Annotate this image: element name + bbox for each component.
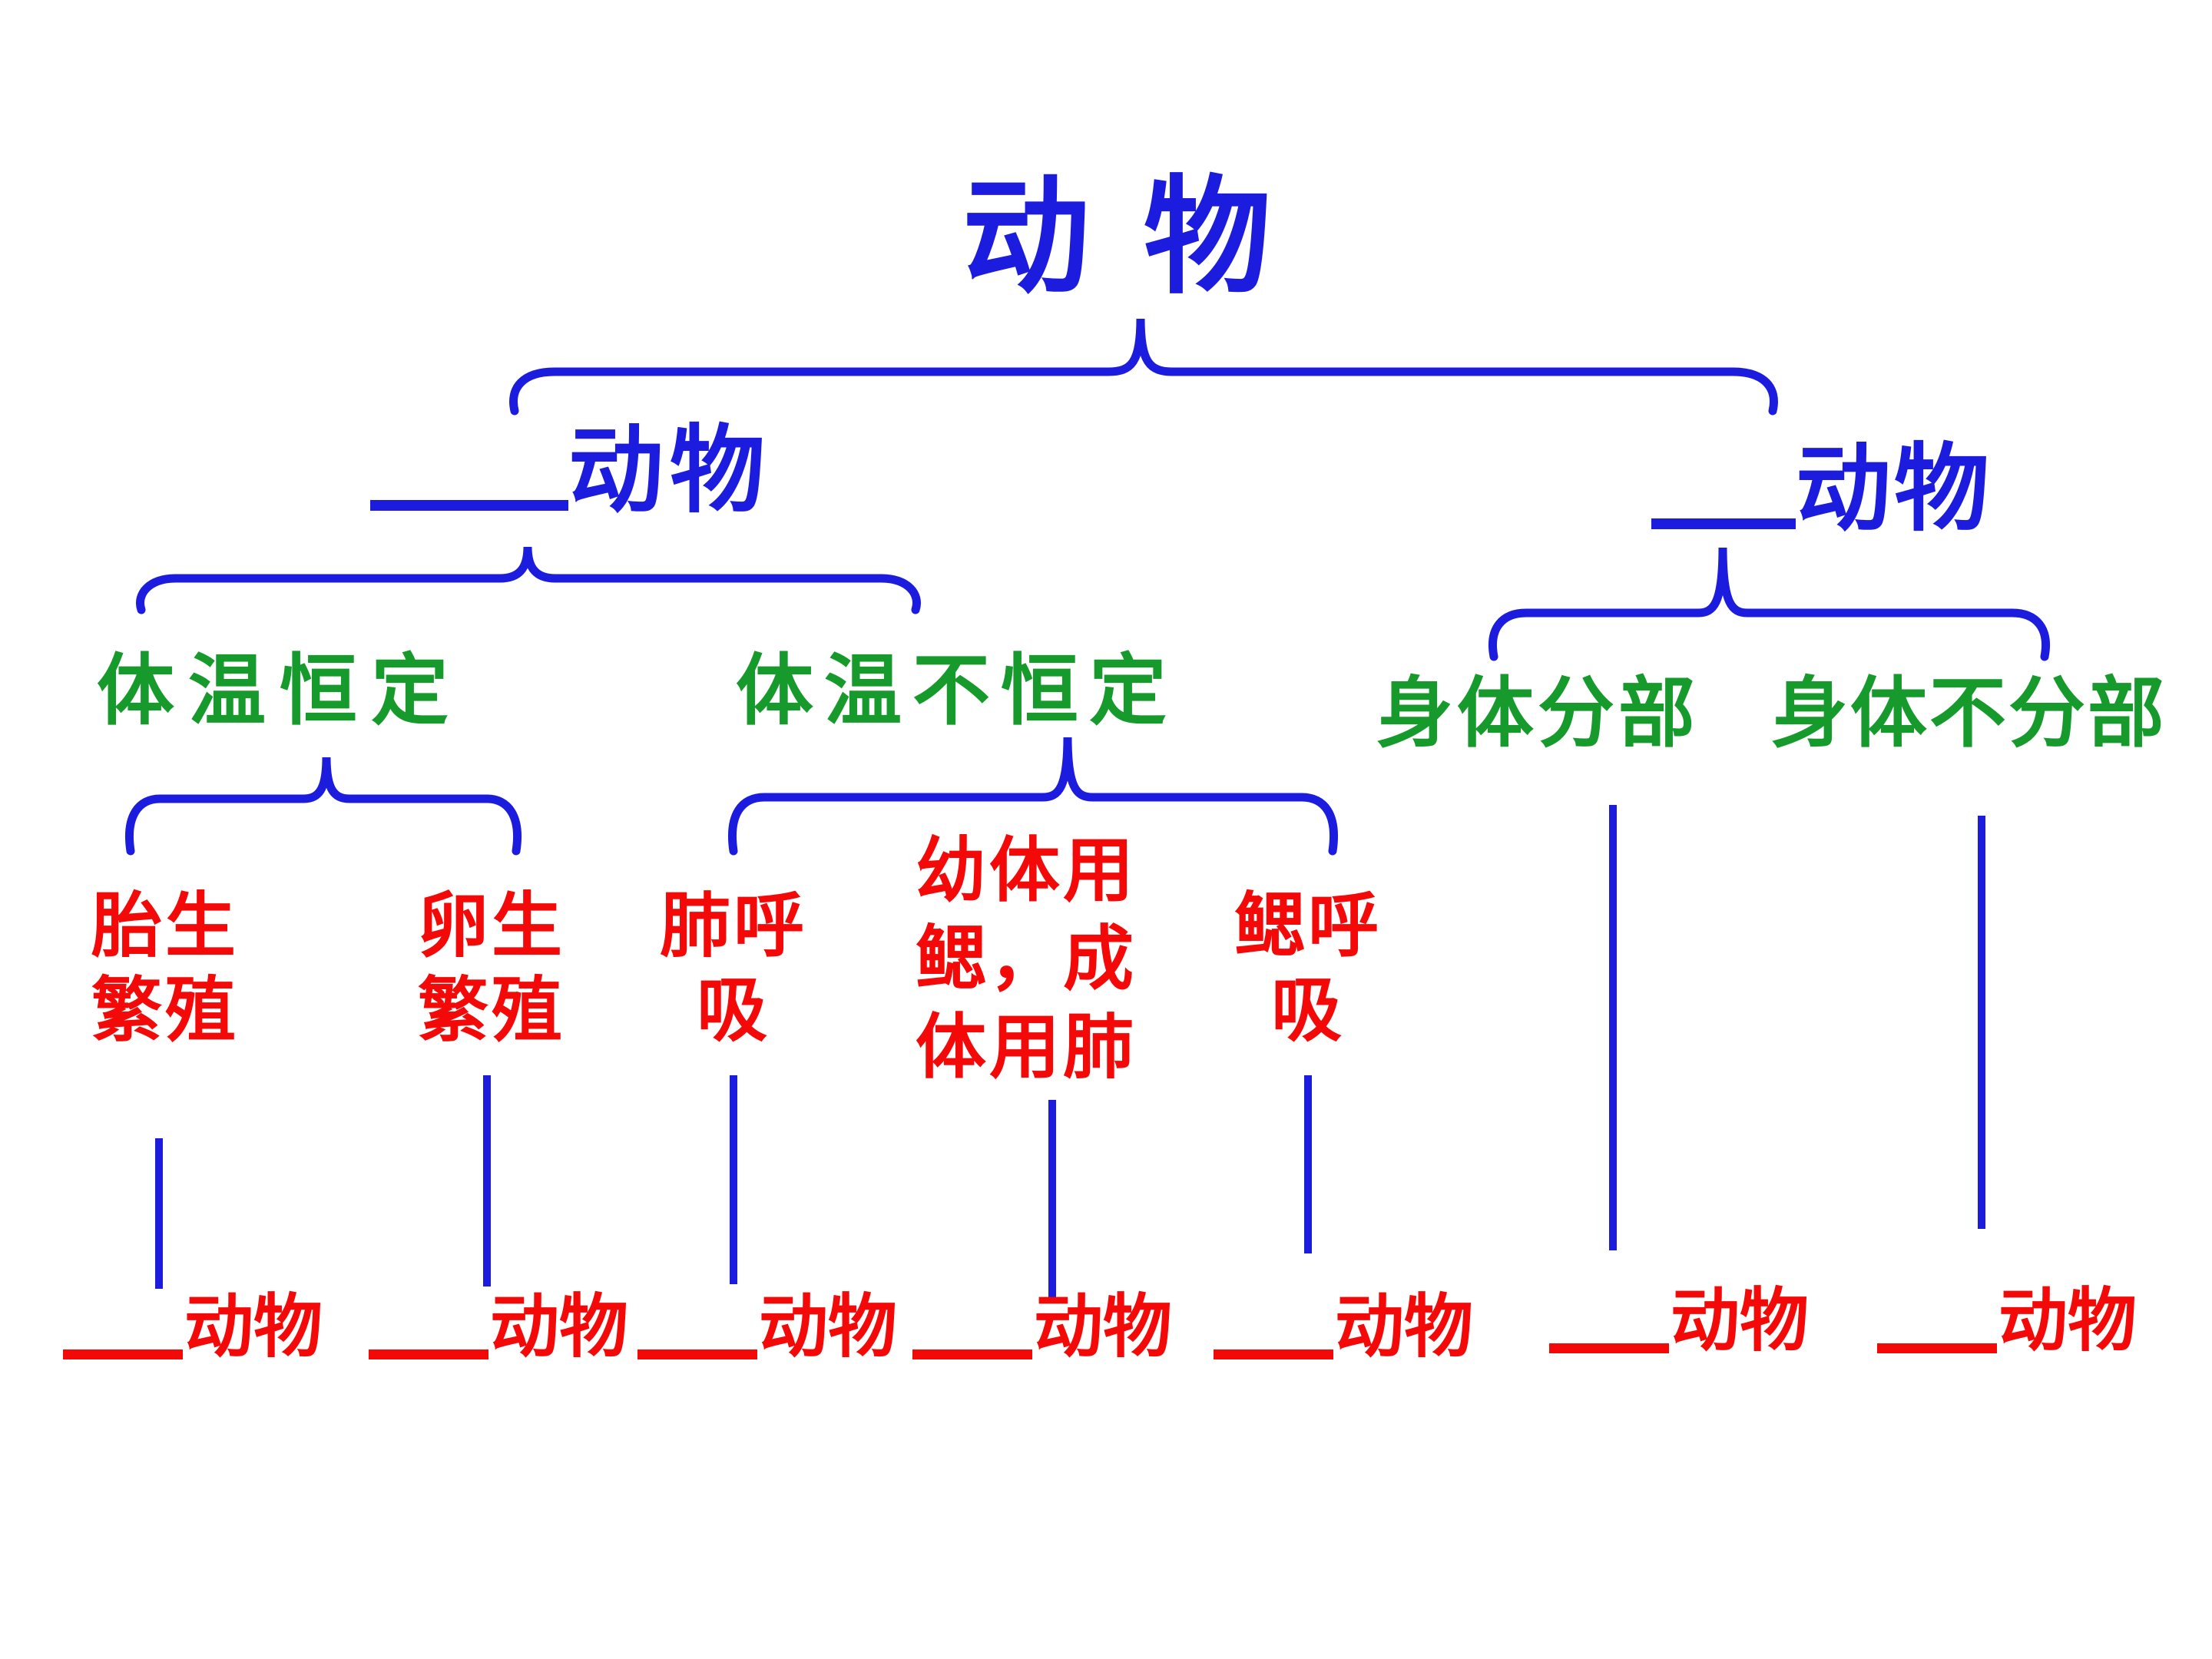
brace-cold-blooded <box>728 737 1338 856</box>
answer-blank-3: 动物 <box>637 1292 897 1361</box>
answer-blank-2: 动物 <box>369 1292 628 1361</box>
leaf-gill-breathing: 鳃呼 吸 <box>1189 883 1427 1052</box>
leaf-line: 鳃，成 <box>915 917 1137 1000</box>
branch-left-text: 动物 <box>568 415 772 526</box>
leaf-line: 繁殖 <box>417 969 565 1051</box>
answer-text: 动物 <box>1034 1286 1172 1367</box>
answer-text: 动物 <box>184 1286 323 1367</box>
blank-underline <box>637 1349 757 1359</box>
answer-text: 动物 <box>1335 1286 1473 1367</box>
branch-right-text: 动物 <box>1796 433 1993 545</box>
blank-underline <box>1877 1343 1997 1353</box>
branch-label-left: 动物 <box>370 420 771 521</box>
leaf-line: 吸 <box>1270 969 1345 1051</box>
blank-underline <box>1651 518 1796 529</box>
answer-blank-7: 动物 <box>1877 1286 2137 1355</box>
blank-underline <box>369 1349 488 1359</box>
brace-right-branch <box>1488 547 2050 661</box>
blank-underline <box>63 1349 183 1359</box>
answer-blank-5: 动物 <box>1214 1292 1473 1361</box>
criterion-body-segmented: 身体分部 <box>1376 667 1699 758</box>
leaf-gills-young-lungs-adult: 幼体用 鳃，成 体用肺 <box>896 826 1157 1091</box>
criterion-body-unsegmented: 身体不分部 <box>1771 667 2167 758</box>
answer-blank-6: 动物 <box>1549 1286 1809 1355</box>
brace-warm-blooded <box>125 757 522 856</box>
criterion-cold-blooded: 体温不恒定 <box>736 644 1178 736</box>
answer-text: 动物 <box>1998 1280 2137 1361</box>
leaf-line: 体用肺 <box>915 1005 1137 1088</box>
blank-underline <box>1214 1349 1333 1359</box>
answer-text: 动物 <box>759 1286 897 1367</box>
leaf-viviparous: 胎生 繁殖 <box>46 883 284 1052</box>
blank-underline <box>370 500 568 511</box>
blank-underline <box>912 1349 1032 1359</box>
leaf-line: 鳃呼 <box>1233 884 1382 967</box>
leaf-line: 卵生 <box>417 884 565 967</box>
answer-blank-1: 动物 <box>63 1292 323 1361</box>
leaf-line: 幼体用 <box>915 829 1137 912</box>
leaf-line: 繁殖 <box>91 969 239 1051</box>
criterion-warm-blooded: 体温恒定 <box>97 644 463 736</box>
answer-blank-4: 动物 <box>912 1292 1172 1361</box>
leaf-oviparous: 卵生 繁殖 <box>373 883 611 1052</box>
brace-root <box>509 318 1778 416</box>
leaf-line: 肺呼 <box>659 884 807 967</box>
diagram-title: 动 物 <box>962 162 1276 312</box>
answer-text: 动物 <box>490 1286 628 1367</box>
leaf-line: 胎生 <box>91 884 239 967</box>
blank-underline <box>1549 1343 1669 1353</box>
brace-left-branch <box>136 546 921 614</box>
leaf-lung-breathing: 肺呼 吸 <box>614 883 853 1052</box>
leaf-line: 吸 <box>696 969 770 1051</box>
branch-label-right: 动物 <box>1651 439 1992 539</box>
answer-text: 动物 <box>1671 1280 1809 1361</box>
